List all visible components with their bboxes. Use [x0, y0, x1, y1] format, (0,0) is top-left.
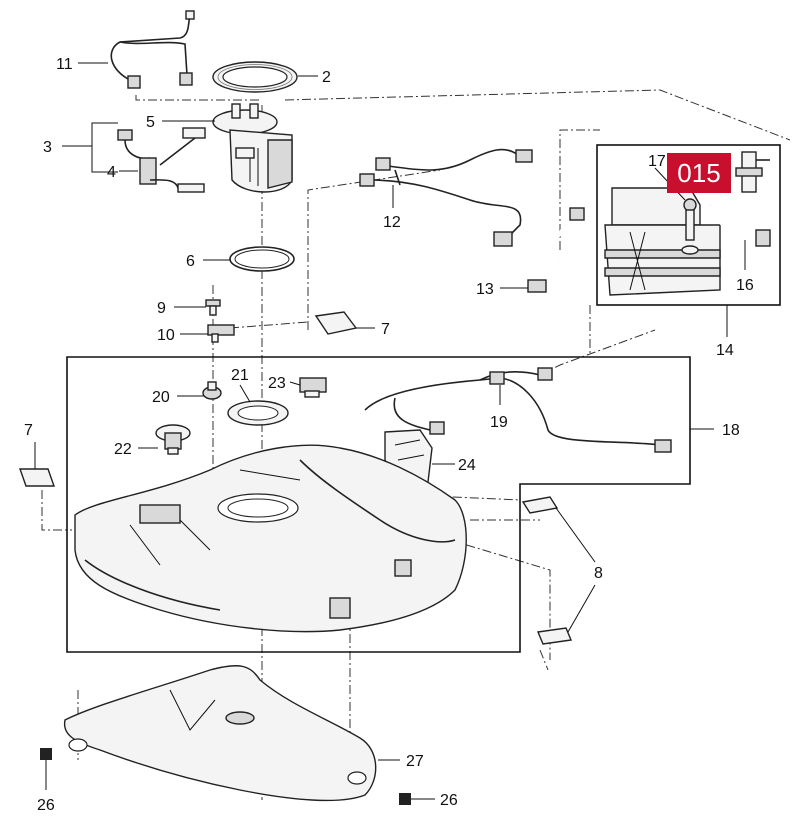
- part-13-hose: [527, 207, 585, 293]
- callout-27: 27: [406, 753, 424, 770]
- callout-24: 24: [458, 457, 476, 474]
- part-9-clip: [205, 299, 221, 316]
- callout-3: 3: [43, 139, 52, 156]
- callout-12: 12: [383, 214, 401, 231]
- part-11-harness: [110, 10, 195, 89]
- callout-7-left: 7: [24, 422, 33, 439]
- part-23-clip: [299, 377, 327, 398]
- callout-10: 10: [157, 327, 175, 344]
- part-2-lock-ring: [212, 61, 298, 93]
- callout-13: 13: [476, 281, 494, 298]
- callout-5: 5: [146, 114, 155, 131]
- part-17-valve: [735, 151, 770, 193]
- part-7-pad-top: [314, 311, 358, 335]
- part-20-grommet: [202, 381, 222, 400]
- part-12-harness: [359, 148, 533, 247]
- callout-2: 2: [322, 69, 331, 86]
- part-7-pad-left: [19, 468, 55, 487]
- part-16-valve-hose: [708, 204, 771, 247]
- part-8-pad-lower: [537, 627, 572, 645]
- callout-4: 4: [107, 164, 116, 181]
- tank-group-frame: [66, 356, 691, 653]
- callout-22: 22: [114, 441, 132, 458]
- fuel-tank: [74, 444, 467, 633]
- part-10-connector: [207, 324, 235, 343]
- callout-26-left: 26: [37, 797, 55, 814]
- callout-20: 20: [152, 389, 170, 406]
- part-26-nut-right: [399, 793, 411, 805]
- callout-23: 23: [268, 375, 286, 392]
- part-6-seal: [229, 246, 295, 272]
- part-8-pad-upper: [521, 496, 559, 514]
- callout-17: 17: [648, 153, 666, 170]
- callout-labels: 11 2 5 3 4 6 9 10 7 12 13 17 16 14 20 21…: [24, 56, 754, 814]
- callout-18: 18: [722, 422, 740, 439]
- callout-19: 19: [490, 414, 508, 431]
- leader-lines: [34, 62, 746, 800]
- canister-group-frame: [596, 144, 781, 306]
- part-14-evap-canister: [604, 187, 721, 296]
- callout-14: 14: [716, 342, 734, 359]
- callout-6: 6: [186, 253, 195, 270]
- callout-9: 9: [157, 300, 166, 317]
- diagram-code-badge: 015: [667, 153, 731, 193]
- part-5-fuel-pump-module: [212, 103, 293, 193]
- part-21-lock-ring: [227, 400, 289, 426]
- callout-26-right: 26: [440, 792, 458, 809]
- part-26-nut-left: [40, 748, 52, 760]
- callout-8: 8: [594, 565, 603, 582]
- part-4-level-sender: [117, 127, 206, 193]
- callout-21: 21: [231, 367, 249, 384]
- part-27-skid-plate: [63, 664, 377, 802]
- part-19-harness: [364, 367, 672, 453]
- callout-16: 16: [736, 277, 754, 294]
- callout-7-top: 7: [381, 321, 390, 338]
- callout-11: 11: [56, 56, 73, 73]
- part-22-valve: [155, 424, 191, 455]
